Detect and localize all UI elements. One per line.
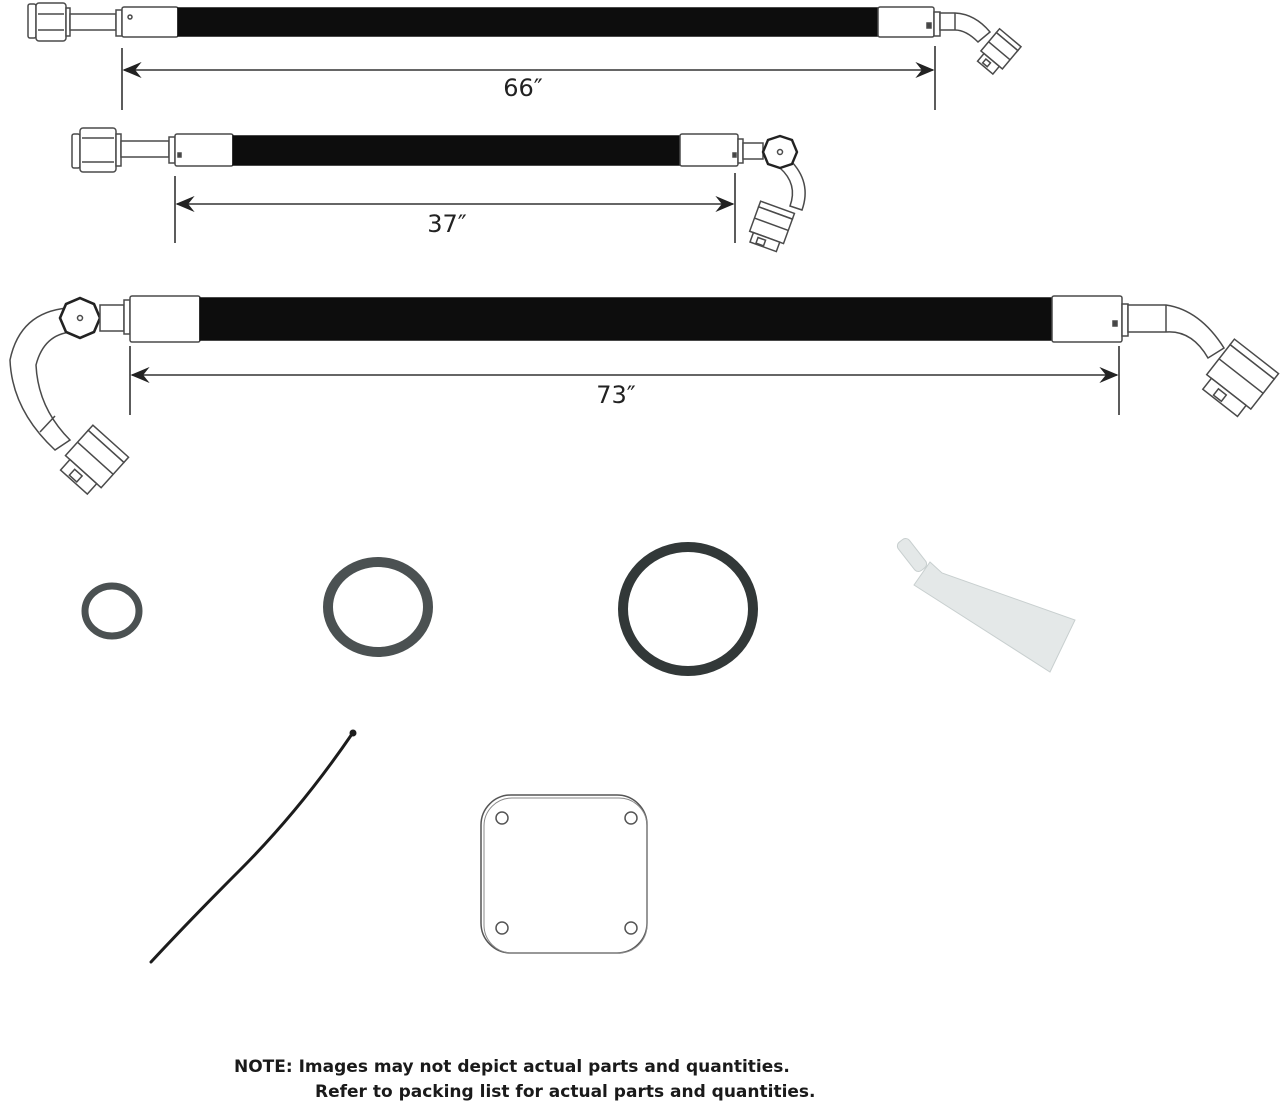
note-line-1: NOTE: Images may not depict actual parts… <box>234 1057 790 1077</box>
o-ring-medium-icon <box>323 557 433 657</box>
elbow-180-fitting-icon <box>9 296 131 496</box>
hose-37 <box>71 127 806 253</box>
note-line-2: Refer to packing list for actual parts a… <box>315 1082 816 1102</box>
disclaimer-note: NOTE: Images may not depict actual parts… <box>234 1055 816 1105</box>
dimension-73 <box>129 346 1120 415</box>
hose-66 <box>27 2 1023 76</box>
length-label-73: 73″ <box>596 381 636 409</box>
straight-fitting-icon <box>71 127 176 173</box>
dimension-37 <box>174 173 736 243</box>
straight-fitting-icon <box>27 2 123 42</box>
elbow-45-fitting-icon <box>933 11 1023 76</box>
dimension-66 <box>121 46 936 110</box>
length-label-37: 37″ <box>427 210 467 238</box>
length-label-66: 66″ <box>503 74 543 102</box>
o-ring-small-icon <box>81 582 143 640</box>
hose-73 <box>9 295 1280 496</box>
gasket-plate-icon <box>480 794 648 954</box>
o-ring-large-icon <box>618 542 758 676</box>
elbow-90-fitting-icon <box>737 134 806 253</box>
elbow-45-fitting-icon <box>1121 303 1280 418</box>
cable-tie-icon <box>149 729 357 964</box>
lubricant-tube-icon <box>896 538 1076 673</box>
